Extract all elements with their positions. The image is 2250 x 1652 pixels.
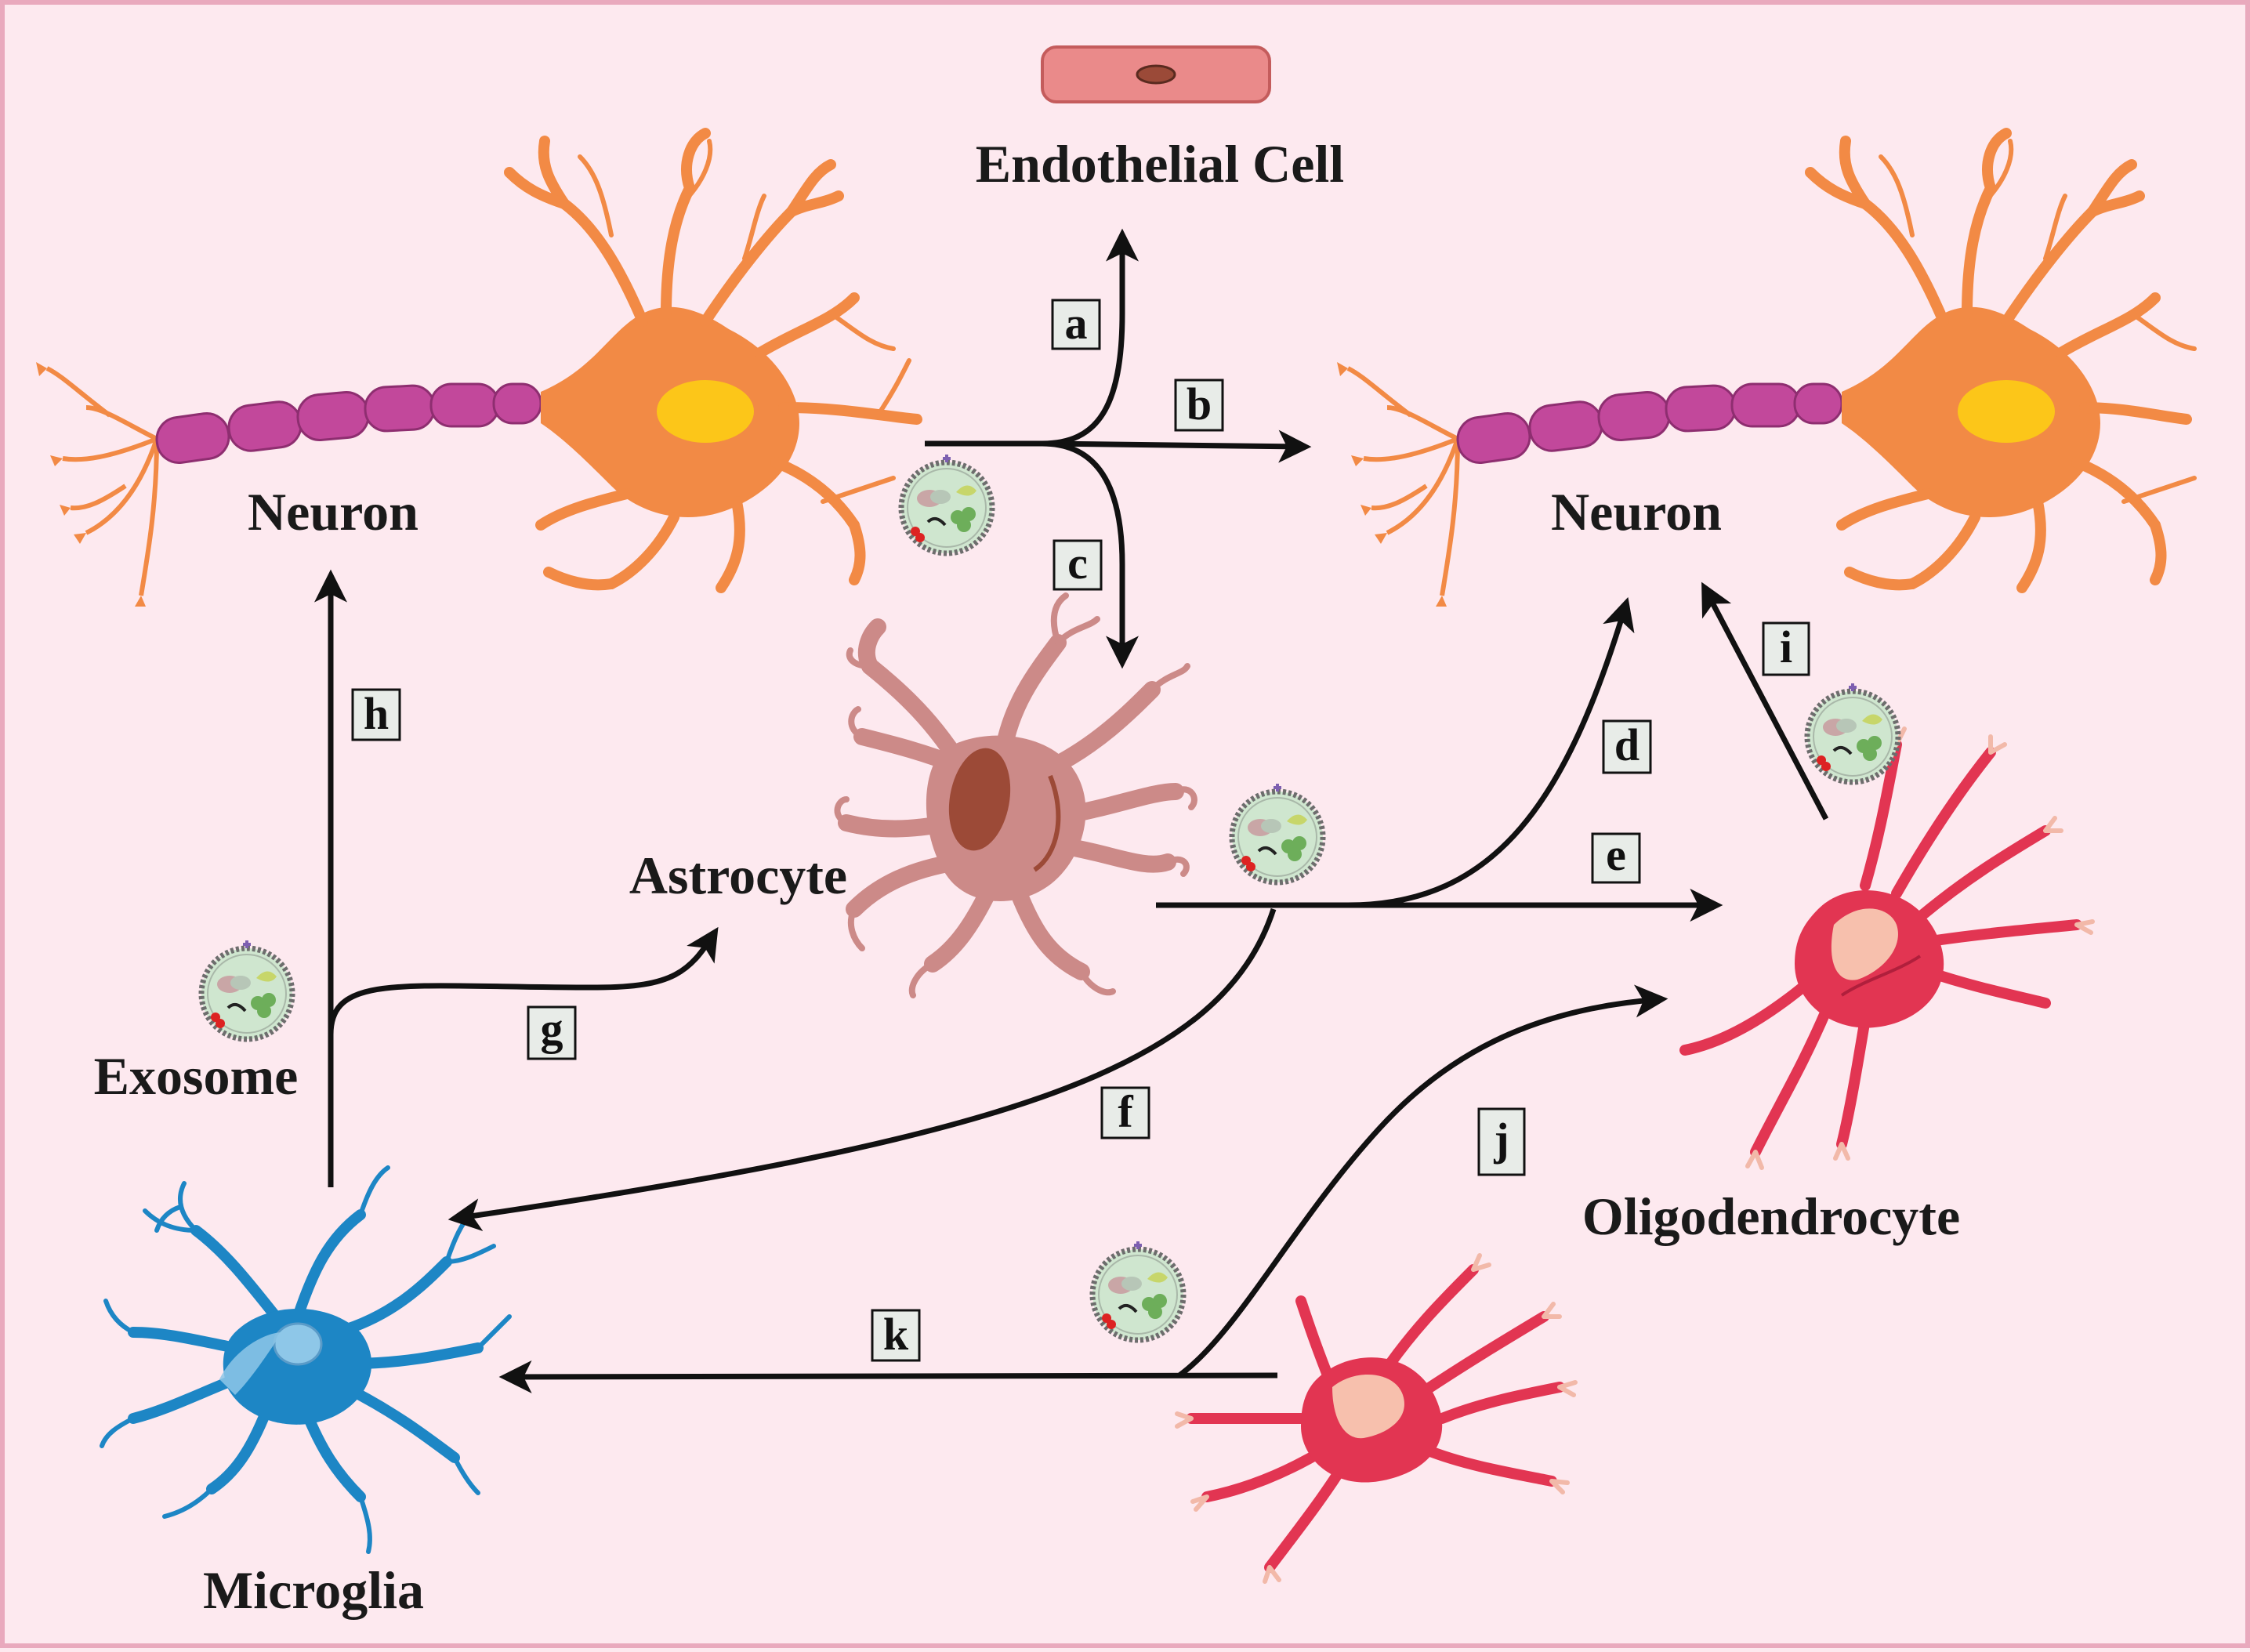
svg-text:i: i [1780,621,1792,672]
edge-label-h: h [351,688,401,741]
edge-label-i: i [1762,621,1810,676]
astrocyte-icon [834,592,1197,998]
arrow-g [328,926,719,1035]
arrow-i [1701,581,1829,821]
arrow-j [1177,984,1668,1378]
svg-text:j: j [1493,1114,1509,1165]
neuron-right-label: Neuron [1551,482,1722,542]
arrow-f [447,908,1277,1231]
edge-label-a: a [1051,298,1101,350]
microglia-label: Microglia [203,1560,424,1620]
arrow-d [1270,596,1635,908]
arrow-k [498,1360,1278,1393]
edge-label-k: k [871,1309,921,1362]
edge-label-g: g [527,1003,577,1060]
edge-label-j: j [1477,1107,1526,1176]
edge-label-b: b [1174,379,1224,432]
microglia-icon [100,1165,512,1554]
neuron-right-icon [1337,128,2197,607]
svg-text:e: e [1606,829,1626,880]
edge-label-f: f [1100,1086,1150,1139]
svg-text:c: c [1067,538,1088,589]
svg-text:k: k [883,1309,909,1360]
arrow-b [1042,429,1312,463]
astrocyte-label: Astrocyte [629,846,847,905]
oligodendrocyte-lower-icon [1175,1253,1578,1584]
neuron-left-icon [36,128,922,607]
arrow-c [1042,440,1139,669]
svg-text:d: d [1614,719,1639,770]
svg-text:a: a [1065,298,1088,349]
endothelial-cell-icon [1041,45,1271,103]
edge-label-c: c [1053,538,1103,591]
arrows [314,228,1829,1393]
svg-text:h: h [364,688,389,739]
svg-text:g: g [541,1003,563,1054]
neuron-left-label: Neuron [248,482,418,542]
edge-label-d: d [1602,719,1652,774]
edge-label-e: e [1591,829,1641,884]
svg-text:f: f [1118,1086,1133,1137]
oligodendrocyte-label: Oligodendrocyte [1582,1186,1960,1246]
exosome-label: Exosome [94,1046,299,1106]
svg-text:b: b [1187,379,1212,429]
endothelial-cell-label: Endothelial Cell [976,134,1344,194]
oligodendrocyte-upper-icon [1679,726,2095,1170]
